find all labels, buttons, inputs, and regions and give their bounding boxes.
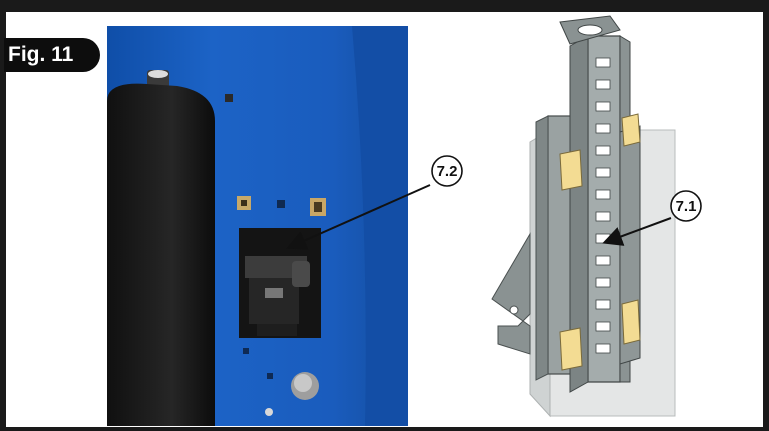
lift-column-photo	[107, 26, 408, 426]
cylinder	[107, 83, 215, 426]
guide-blocks	[559, 113, 641, 371]
lock-rail-drawing	[491, 15, 676, 418]
figure-label: Fig. 11	[4, 38, 100, 72]
